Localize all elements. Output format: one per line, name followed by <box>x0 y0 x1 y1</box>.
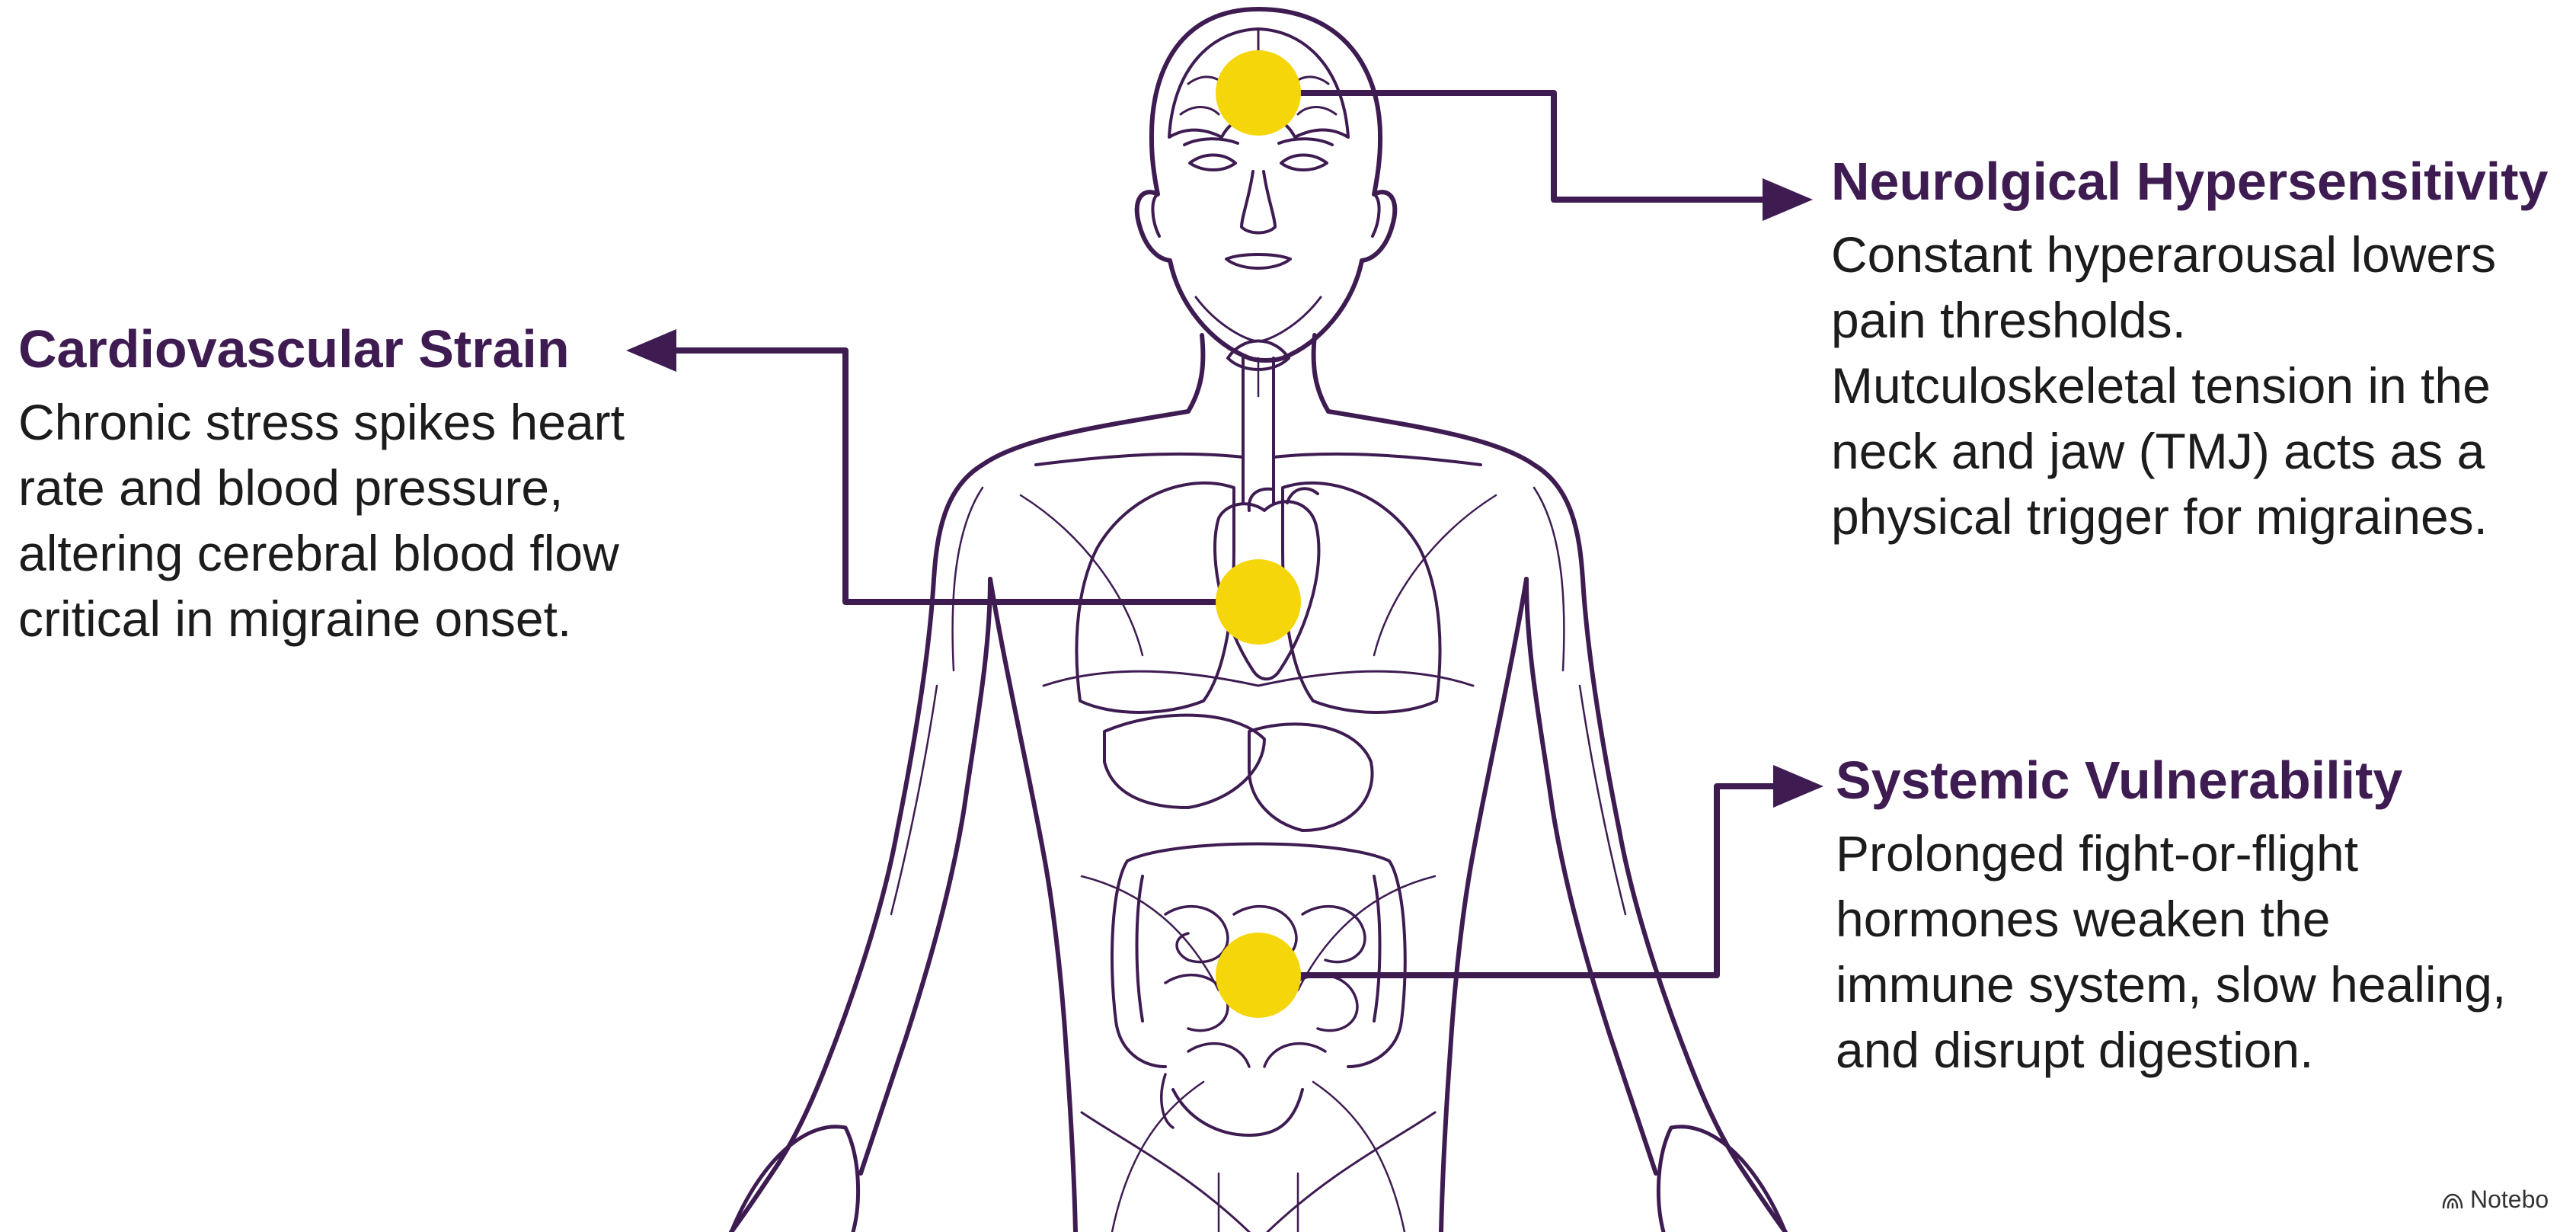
arrowhead-cardiovascular <box>626 329 676 372</box>
marker-brain <box>1216 50 1301 136</box>
arrowheads <box>626 178 1823 808</box>
callout-line: Constant hyperarousal lowers <box>1831 222 2548 287</box>
callout-line: altering cerebral blood flow <box>18 520 625 586</box>
callout-line: rate and blood pressure, <box>18 455 625 520</box>
callout-line: critical in migraine onset. <box>18 586 625 651</box>
notebook-logo-icon <box>2441 1192 2464 1209</box>
callout-title-neurological: Neurolgical Hypersensitivity <box>1831 152 2548 211</box>
liver-stomach <box>1104 715 1373 830</box>
callout-neurological: Neurolgical Hypersensitivity Constant hy… <box>1831 152 2548 549</box>
watermark-text: Notebo <box>2470 1186 2549 1213</box>
callout-line: immune system, slow healing, <box>1836 952 2506 1017</box>
callout-line: neck and jaw (TMJ) acts as a <box>1831 418 2548 484</box>
callout-line: Chronic stress spikes heart <box>18 389 625 455</box>
callout-line: and disrupt digestion. <box>1836 1017 2506 1083</box>
marker-gut <box>1216 933 1301 1018</box>
watermark: Notebo <box>2441 1186 2549 1214</box>
callout-systemic: Systemic Vulnerability Prolonged fight-o… <box>1836 751 2506 1083</box>
callout-line: Mutculoskeletal tension in the <box>1831 353 2548 418</box>
arrow-neurological <box>1258 93 1775 200</box>
arrow-cardiovascular <box>669 350 1258 602</box>
callout-cardiovascular: Cardiovascular Strain Chronic stress spi… <box>18 320 625 651</box>
marker-heart <box>1216 559 1301 645</box>
arrowhead-neurological <box>1763 178 1813 221</box>
callout-line: Prolonged fight-or-flight <box>1836 821 2506 886</box>
arrow-systemic <box>1258 786 1775 975</box>
callout-title-cardiovascular: Cardiovascular Strain <box>18 320 625 379</box>
callout-line: hormones weaken the <box>1836 886 2506 952</box>
callout-line: pain thresholds. <box>1831 287 2548 353</box>
diaphragm <box>1044 671 1473 686</box>
muscle-lines <box>891 358 1625 1232</box>
pelvis-lines <box>1082 1112 1435 1232</box>
callout-title-systemic: Systemic Vulnerability <box>1836 751 2506 810</box>
callout-line: physical trigger for migraines. <box>1831 484 2548 549</box>
markers <box>1216 50 1301 1018</box>
arrowhead-systemic <box>1773 765 1823 808</box>
